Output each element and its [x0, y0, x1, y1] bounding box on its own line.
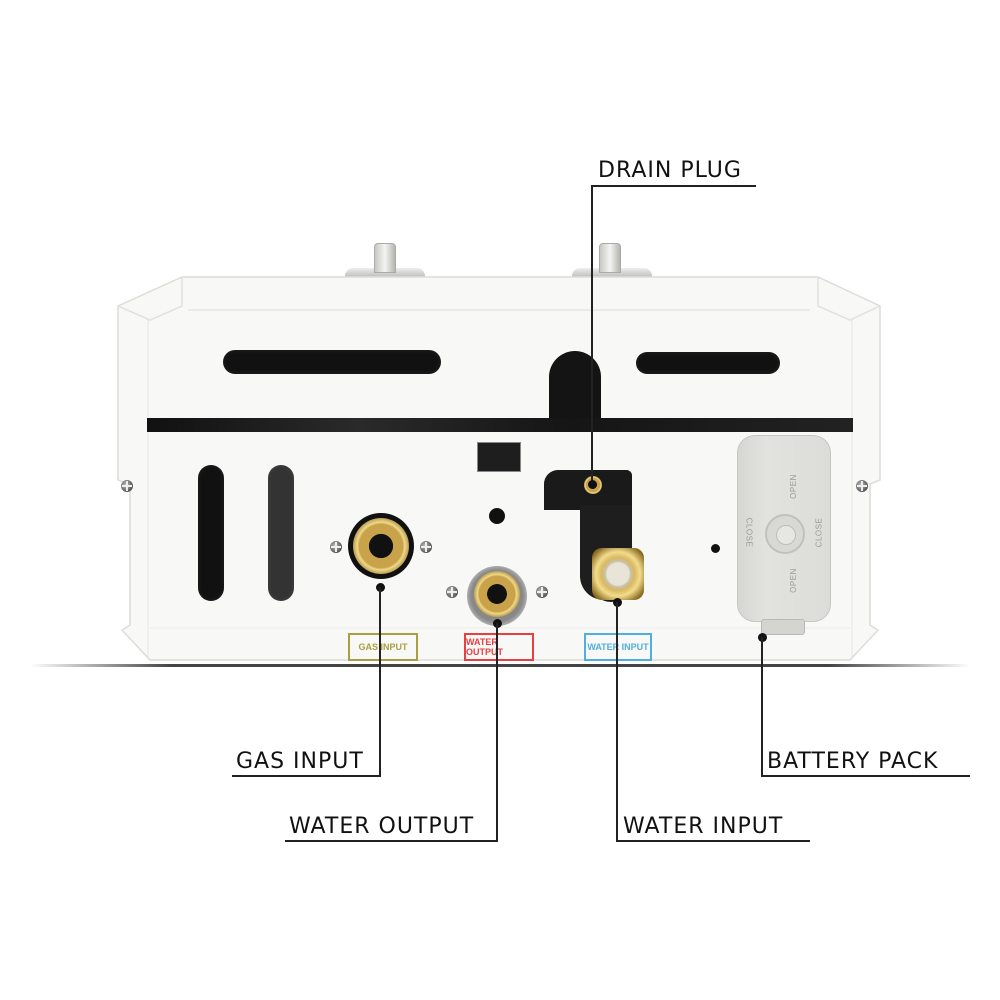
water-output-screw-left	[446, 586, 458, 598]
water-input-leader-h	[616, 840, 810, 842]
water-output-fitting	[474, 571, 520, 617]
gas-input-leader-h	[232, 775, 381, 777]
battery-cover-hinge	[761, 619, 805, 635]
gas-input-leader-v	[379, 587, 381, 776]
callout-water-output: WATER OUTPUT	[289, 814, 475, 839]
drain-plug-leader-h	[592, 185, 756, 187]
battery-pack-cover[interactable]: OPEN OPEN CLOSE CLOSE	[737, 435, 831, 622]
top-knob-left	[345, 268, 425, 278]
top-knob-right-stem	[599, 243, 621, 273]
battery-label-open-bottom: OPEN	[788, 568, 798, 593]
screw-right-side	[856, 480, 868, 492]
battery-cover-dial[interactable]	[765, 514, 805, 554]
unit-tag-water-output-text: WATER OUTPUT	[466, 637, 503, 657]
battery-label-close-left: CLOSE	[744, 517, 754, 548]
top-knob-left-stem	[374, 243, 396, 273]
battery-label-open-top: OPEN	[788, 474, 798, 499]
battery-label-close-right: CLOSE	[814, 517, 824, 548]
mount-hole-right	[711, 544, 720, 553]
mount-hole-center	[489, 508, 505, 524]
screw-left-side	[121, 480, 133, 492]
callout-drain-plug: DRAIN PLUG	[598, 158, 742, 183]
water-input-leader-v	[616, 602, 618, 841]
drain-plug-leader-dot	[588, 480, 597, 489]
callout-gas-input: GAS INPUT	[236, 749, 364, 774]
gas-input-screw-right	[420, 541, 432, 553]
callout-water-input: WATER INPUT	[623, 814, 784, 839]
top-knob-right	[572, 268, 652, 278]
vent-slot-vertical-1	[198, 465, 224, 601]
vent-slot-upper-left	[223, 350, 441, 374]
drain-plug-leader-v	[591, 185, 593, 485]
water-output-screw-right	[536, 586, 548, 598]
gas-input-screw-left	[330, 541, 342, 553]
water-output-leader-h	[285, 840, 498, 842]
unit-tag-water-input-text: WATER INPUT	[587, 642, 649, 652]
water-output-leader-v	[496, 623, 498, 841]
battery-pack-leader-v	[761, 637, 763, 776]
gas-input-fitting	[353, 518, 409, 574]
vent-slot-vertical-2	[268, 465, 294, 601]
callout-battery-pack: BATTERY PACK	[767, 749, 939, 774]
horizontal-gap-band	[147, 418, 853, 432]
unit-tag-gas-input-text: GAS INPUT	[358, 642, 408, 652]
center-arch-opening	[549, 351, 601, 423]
unit-tag-water-output: WATER OUTPUT	[464, 633, 534, 661]
unit-tag-water-input: WATER INPUT	[584, 633, 652, 661]
unit-tag-gas-input: GAS INPUT	[348, 633, 418, 661]
inspection-window	[477, 442, 521, 472]
battery-pack-leader-h	[761, 775, 970, 777]
vent-slot-upper-right	[636, 352, 780, 374]
water-input-fitting	[592, 548, 644, 600]
